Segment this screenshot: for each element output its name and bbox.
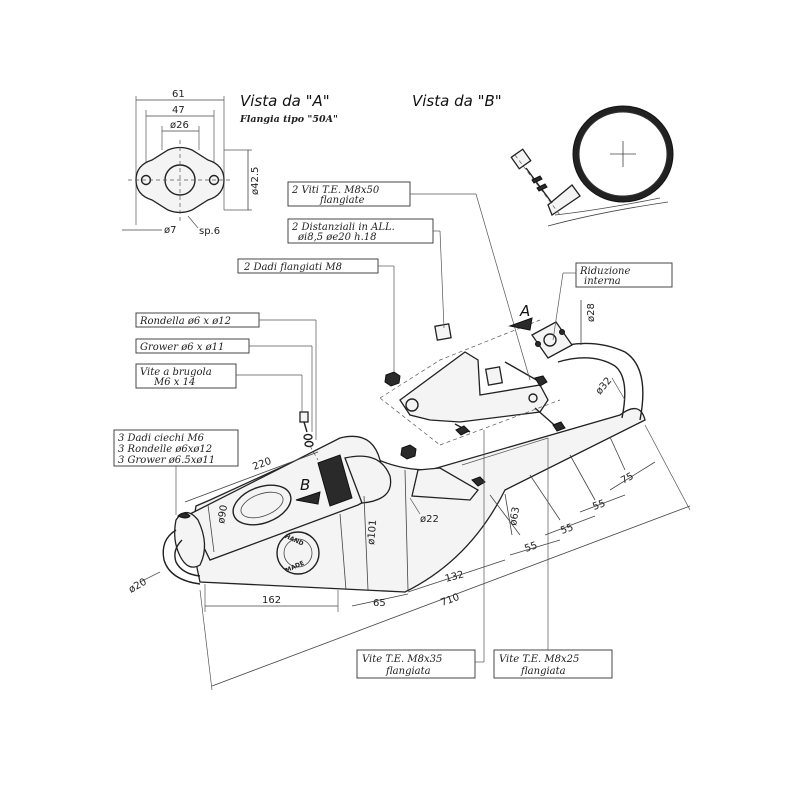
svg-text:Vite a brugola: Vite a brugola xyxy=(140,367,212,378)
dim-22: ø22 xyxy=(420,514,439,525)
view-b-title: Vista da "B" xyxy=(412,92,502,110)
brand-logo xyxy=(232,484,292,526)
flange-bore-dim: ø26 xyxy=(170,120,189,131)
svg-text:3 Grower ø6.5xø11: 3 Grower ø6.5xø11 xyxy=(118,455,215,466)
mounting-bracket xyxy=(379,319,566,501)
label-screw-m8x35: Vite T.E. M8x35 flangiata xyxy=(356,430,485,679)
svg-text:øi8,5 øe20 h.18: øi8,5 øe20 h.18 xyxy=(297,232,377,243)
svg-text:2 Dadi flangiati M8: 2 Dadi flangiati M8 xyxy=(243,262,342,273)
arrow-b: B xyxy=(295,476,321,505)
handmade-badge xyxy=(276,531,320,575)
arrow-b-label: B xyxy=(300,476,310,494)
label-reduction: Riduzione interna xyxy=(552,262,673,341)
flange-holes-dim: 47 xyxy=(172,105,185,116)
label-washer: Rondella ø6 x ø12 xyxy=(135,312,317,440)
svg-text:Vite T.E. M8x25: Vite T.E. M8x25 xyxy=(499,654,579,665)
view-a-title: Vista da "A" xyxy=(240,92,330,110)
svg-text:2 Viti T.E. M8x50: 2 Viti T.E. M8x50 xyxy=(291,185,380,196)
bracket-plate xyxy=(399,351,549,423)
silencer: HAND MADE xyxy=(162,408,646,593)
allen-screw-stack xyxy=(299,411,319,461)
silencer-cone xyxy=(193,408,646,593)
flange-height-dim: ø42.5 xyxy=(250,167,261,195)
dim-710: 710 xyxy=(439,592,461,609)
label-screws-m8x50: 2 Viti T.E. M8x50 flangiate xyxy=(287,181,531,381)
lower-bracket xyxy=(411,467,479,501)
label-blind-nuts: 3 Dadi ciechi M6 3 Rondelle ø6xø12 3 Gro… xyxy=(113,429,239,515)
dim-28: ø28 xyxy=(586,303,597,322)
svg-text:3 Rondelle ø6xø12: 3 Rondelle ø6xø12 xyxy=(118,444,212,455)
clamp-bolt-head xyxy=(510,148,532,170)
dim-101: ø101 xyxy=(366,519,379,545)
dim-75: 75 xyxy=(619,471,635,487)
svg-text:Vite T.E. M8x35: Vite T.E. M8x35 xyxy=(362,654,442,665)
label-grower: Grower ø6 x ø11 xyxy=(135,338,313,432)
svg-text:flangiata: flangiata xyxy=(520,666,566,677)
clamp-tab xyxy=(547,184,581,216)
label-spacers: 2 Distanziali in ALL. øi8,5 øe20 h.18 xyxy=(287,218,445,329)
dim-65: 65 xyxy=(373,598,386,609)
arrow-a-label: A xyxy=(519,302,530,320)
flange-hole-right xyxy=(208,174,220,186)
dim-55a: 55 xyxy=(523,540,539,555)
svg-text:flangiate: flangiate xyxy=(319,195,365,206)
dim-132: 132 xyxy=(444,569,465,585)
dim-32: ø32 xyxy=(594,375,615,397)
arrow-a: A xyxy=(508,302,533,331)
svg-text:flangiata: flangiata xyxy=(385,666,431,677)
flange-thickness-dim: sp.6 xyxy=(199,226,220,237)
header-pipe xyxy=(531,321,644,421)
dim-55b: 55 xyxy=(559,522,575,537)
svg-text:2 Distanziali in ALL.: 2 Distanziali in ALL. xyxy=(291,222,395,233)
svg-text:M6 x 14: M6 x 14 xyxy=(153,377,195,388)
dim-162: 162 xyxy=(262,595,281,606)
svg-text:Rondella ø6 x ø12: Rondella ø6 x ø12 xyxy=(139,316,231,327)
dimensions: 220 ø90 ø101 ø20 162 65 132 710 55 55 55 xyxy=(127,300,691,691)
flange-type-label: Flangia tipo "50A" xyxy=(239,114,338,125)
svg-text:interna: interna xyxy=(584,276,621,287)
silencer-band xyxy=(317,454,353,507)
dim-90: ø90 xyxy=(216,504,230,524)
label-flanged-nuts: 2 Dadi flangiati M8 xyxy=(237,258,395,372)
flange-width-dim: 61 xyxy=(172,89,185,100)
label-screw-m8x25: Vite T.E. M8x25 flangiata xyxy=(461,437,613,679)
dim-63: ø63 xyxy=(508,506,522,526)
dim-55c: 55 xyxy=(591,498,607,513)
exhaust-flange xyxy=(531,321,573,359)
flange-hole-dim: ø7 xyxy=(164,225,176,236)
svg-text:Grower ø6 x ø11: Grower ø6 x ø11 xyxy=(140,342,224,353)
svg-text:3 Dadi ciechi M6: 3 Dadi ciechi M6 xyxy=(118,433,205,444)
svg-text:Riduzione: Riduzione xyxy=(579,266,630,277)
clamp-detail xyxy=(510,105,674,227)
flange-detail: 61 47 ø26 ø42.5 ø7 sp.6 xyxy=(122,89,261,237)
label-allen-screw: Vite a brugola M6 x 14 xyxy=(135,363,303,412)
